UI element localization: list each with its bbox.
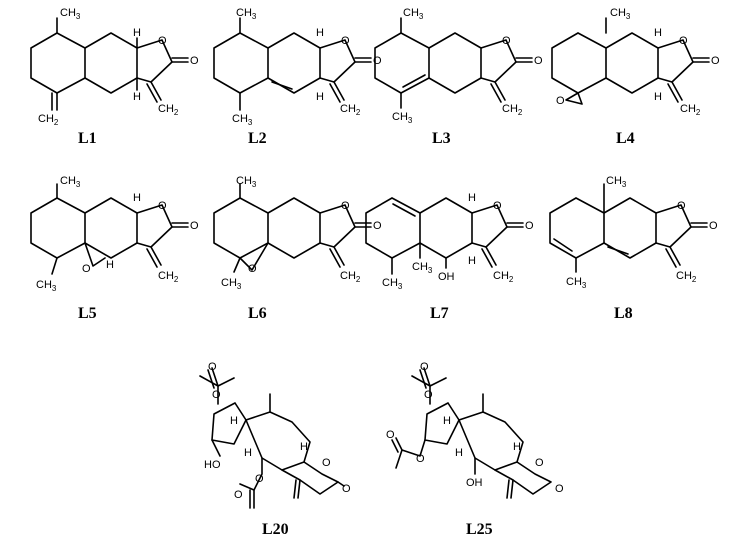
structure-L8: CH3 O O CH3 CH2 L8	[549, 175, 718, 322]
structure-L3: CH3 O O CH3 CH2 L3	[374, 7, 543, 147]
methylene-label: CH2	[158, 103, 179, 117]
compound-label-L2: L2	[248, 130, 267, 147]
methyl-label: CH3	[232, 113, 253, 127]
structure-L4: CH3 O O H H O CH2 L4	[551, 7, 720, 147]
carbonyl-oxygen: O	[525, 220, 534, 232]
carbonyl-oxygen: O	[386, 429, 395, 441]
epoxide-oxygen: O	[82, 263, 91, 275]
compound-label-L3: L3	[432, 130, 451, 147]
methyl-label: CH3	[606, 175, 627, 189]
methyl-label: CH3	[392, 111, 413, 125]
carbonyl-oxygen: O	[208, 361, 217, 373]
hydrogen-label: H	[316, 27, 324, 39]
methyl-label: CH3	[236, 7, 257, 21]
methyl-label: CH3	[412, 261, 433, 275]
hydroxyl-label: OH	[466, 477, 483, 489]
methyl-label: CH3	[403, 7, 424, 21]
structure-L20: O O H H HO O O O O H L20	[199, 361, 351, 538]
hydrogen-label: H	[133, 91, 141, 103]
carbonyl-oxygen: O	[373, 220, 382, 232]
ring-oxygen: O	[535, 457, 544, 469]
methyl-label: CH3	[221, 277, 242, 291]
hydrogen-label: H	[244, 447, 252, 459]
structure-L7: O O H H CH3 CH3 OH CH2 L7	[365, 192, 534, 322]
hydrogen-label: H	[513, 441, 521, 453]
methylene-label: CH2	[340, 103, 361, 117]
methylene-label: CH2	[502, 103, 523, 117]
carbonyl-oxygen: O	[555, 483, 564, 495]
methylene-label: CH2	[680, 103, 701, 117]
hydrogen-label: H	[106, 259, 114, 271]
hydrogen-label: H	[654, 91, 662, 103]
methyl-label: CH3	[236, 175, 257, 189]
structure-L5: CH3 O O H H O CH3 CH2 L5	[30, 175, 199, 322]
structure-L25: O O H H O O OH O O H L25	[386, 361, 564, 538]
methylene-label: CH2	[340, 270, 361, 284]
compound-label-L1: L1	[78, 130, 97, 147]
ring-oxygen: O	[341, 35, 350, 47]
ester-oxygen: O	[416, 453, 425, 465]
hydrogen-label: H	[316, 91, 324, 103]
methyl-label: CH3	[36, 279, 57, 293]
methyl-label: CH3	[566, 276, 587, 290]
structure-L1: CH3 O O H H CH2 CH2 L1	[30, 7, 199, 147]
compound-label-L20: L20	[262, 521, 289, 538]
carbonyl-oxygen: O	[190, 55, 199, 67]
carbonyl-oxygen: O	[420, 361, 429, 373]
methylene-label: CH2	[493, 270, 514, 284]
hydrogen-label: H	[654, 27, 662, 39]
compound-label-L7: L7	[430, 305, 449, 322]
hydrogen-label: H	[133, 27, 141, 39]
ring-oxygen: O	[502, 35, 511, 47]
hydrogen-label: H	[133, 192, 141, 204]
epoxide-oxygen: O	[248, 263, 257, 275]
methyl-label: CH3	[610, 7, 631, 21]
compound-label-L25: L25	[466, 521, 493, 538]
compound-label-L8: L8	[614, 305, 633, 322]
methylene-label: CH2	[676, 270, 697, 284]
ring-oxygen: O	[493, 200, 502, 212]
ring-oxygen: O	[679, 35, 688, 47]
carbonyl-oxygen: O	[234, 489, 243, 501]
hydroxyl-label: OH	[438, 271, 455, 283]
hydrogen-label: H	[455, 447, 463, 459]
methyl-label: CH3	[60, 7, 81, 21]
compound-label-L4: L4	[616, 130, 635, 147]
hydrogen-label: H	[443, 415, 451, 427]
ester-oxygen: O	[424, 389, 433, 401]
carbonyl-oxygen: O	[711, 55, 720, 67]
carbonyl-oxygen: O	[373, 55, 382, 67]
hydrogen-label: H	[230, 415, 238, 427]
carbonyl-oxygen: O	[190, 220, 199, 232]
methyl-label: CH3	[382, 277, 403, 291]
ring-oxygen: O	[158, 200, 167, 212]
ring-oxygen: O	[677, 200, 686, 212]
methylene-label: CH2	[38, 113, 59, 127]
methylene-label: CH2	[158, 270, 179, 284]
hydrogen-label: H	[300, 441, 308, 453]
ring-oxygen: O	[158, 35, 167, 47]
epoxide-oxygen: O	[556, 95, 565, 107]
methyl-label: CH3	[60, 175, 81, 189]
hydrogen-label: H	[468, 255, 476, 267]
hydroxyl-label: HO	[204, 459, 221, 471]
compound-label-L6: L6	[248, 305, 267, 322]
carbonyl-oxygen: O	[534, 55, 543, 67]
carbonyl-oxygen: O	[342, 483, 351, 495]
ring-oxygen: O	[341, 200, 350, 212]
structure-L2: CH3 O O H H CH3 CH2 L2	[213, 7, 382, 147]
compound-label-L5: L5	[78, 305, 97, 322]
carbonyl-oxygen: O	[709, 220, 718, 232]
hydrogen-label: H	[468, 192, 476, 204]
ester-oxygen: O	[212, 389, 221, 401]
ring-oxygen: O	[322, 457, 331, 469]
structure-L6: CH3 O O O CH3 CH2 L6	[213, 175, 382, 322]
ester-oxygen: O	[255, 473, 264, 485]
